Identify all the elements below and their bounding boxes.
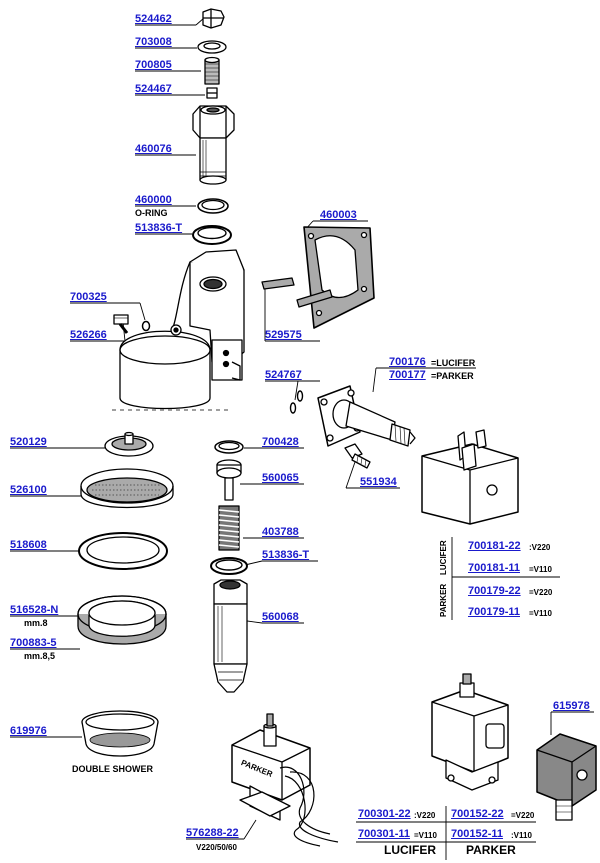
caption-v220-b: =V220 (529, 588, 553, 597)
piston-560065 (216, 459, 242, 501)
screw-526266 (113, 314, 129, 334)
gasket-513836-bottom (210, 557, 248, 575)
label-526100[interactable]: 526100 (10, 484, 47, 496)
connector-615978 (536, 733, 597, 821)
caption-parker: =PARKER (431, 371, 474, 381)
label-700325[interactable]: 700325 (70, 291, 107, 303)
label-700301-11[interactable]: 700301-11 (358, 828, 410, 840)
caption-v220-d: =V220 (511, 811, 535, 820)
cylinder-560068 (213, 579, 248, 693)
label-551934[interactable]: 551934 (360, 476, 397, 488)
label-700152-11[interactable]: 700152-11 (451, 828, 503, 840)
label-524467[interactable]: 524467 (135, 83, 172, 95)
label-516528-N[interactable]: 516528-N (10, 604, 59, 616)
nut-524462 (202, 8, 225, 29)
caption-v220-a: :V220 (529, 543, 551, 552)
label-700177[interactable]: 700177 (389, 369, 426, 381)
washer-700325 (141, 320, 151, 332)
label-700176[interactable]: 700176 (389, 356, 426, 368)
caption-mm8: mm.8 (24, 618, 48, 628)
screw-551934 (344, 443, 371, 469)
valve-stem-700176 (317, 385, 416, 447)
washer-703008 (197, 40, 227, 54)
label-524767[interactable]: 524767 (265, 369, 302, 381)
stud-529575 (261, 277, 333, 308)
shower-526100 (80, 468, 174, 509)
label-520129[interactable]: 520129 (10, 436, 47, 448)
gasket-513836-top (192, 225, 232, 245)
caption-v110-d: :V110 (511, 831, 532, 840)
spring-403788 (218, 505, 240, 551)
label-700152-22[interactable]: 700152-22 (451, 808, 504, 820)
label-700179-11[interactable]: 700179-11 (468, 606, 520, 618)
footer-parker: PARKER (466, 843, 516, 857)
caption-v110-a: =V110 (529, 565, 552, 574)
washers-524767 (289, 390, 304, 414)
label-460000[interactable]: 460000 (135, 194, 172, 206)
label-615978[interactable]: 615978 (553, 700, 590, 712)
filter-700805 (204, 56, 220, 85)
label-619976[interactable]: 619976 (10, 725, 47, 737)
label-700181-11[interactable]: 700181-11 (468, 562, 520, 574)
label-524462[interactable]: 524462 (135, 13, 172, 25)
label-518608[interactable]: 518608 (10, 539, 47, 551)
oring-460000 (197, 198, 229, 214)
oring-700428 (214, 440, 244, 454)
caption-oring: O-RING (135, 208, 168, 218)
label-703008[interactable]: 703008 (135, 36, 172, 48)
label-560068[interactable]: 560068 (262, 611, 299, 623)
caption-v110-c: =V110 (414, 831, 437, 840)
valve-576288 (231, 713, 339, 847)
caption-double-shower: DOUBLE SHOWER (72, 764, 153, 774)
leader-lines (10, 17, 594, 840)
label-576288-22[interactable]: 576288-22 (186, 827, 239, 839)
caption-lucifer: =LUCIFER (431, 358, 476, 368)
caption-v220-c: :V220 (414, 811, 436, 820)
caption-v220-50-60: V220/50/60 (196, 843, 237, 852)
label-700428[interactable]: 700428 (262, 436, 299, 448)
coil-700181 (421, 429, 519, 525)
label-529575[interactable]: 529575 (265, 329, 302, 341)
label-403788[interactable]: 403788 (262, 526, 299, 538)
label-700805[interactable]: 700805 (135, 59, 172, 71)
label-700179-22[interactable]: 700179-22 (468, 585, 521, 597)
label-700883-5[interactable]: 700883-5 (10, 637, 57, 649)
caption-v110-b: =V110 (529, 609, 552, 618)
label-700181-22[interactable]: 700181-22 (468, 540, 521, 552)
label-460076[interactable]: 460076 (135, 143, 172, 155)
fitting-460076 (192, 105, 235, 185)
vertical-lucifer: LUCIFER (439, 540, 448, 575)
label-460003[interactable]: 460003 (320, 209, 357, 221)
label-560065[interactable]: 560065 (262, 472, 299, 484)
vertical-parker: PARKER (439, 583, 448, 617)
table-lines (356, 537, 560, 860)
label-513836-bottom[interactable]: 513836-T (262, 549, 310, 561)
piece-520129 (104, 431, 154, 457)
plate-460003 (303, 226, 375, 329)
caption-mm85: mm.8,5 (24, 651, 56, 661)
gasket-518608 (78, 532, 168, 570)
label-526266[interactable]: 526266 (70, 329, 107, 341)
label-700301-22[interactable]: 700301-22 (358, 808, 411, 820)
gasket-516528 (77, 595, 167, 645)
valve-700301 (431, 673, 509, 791)
double-shower-619976 (81, 710, 159, 757)
label-513836-top[interactable]: 513836-T (135, 222, 183, 234)
group-body (112, 249, 245, 411)
footer-lucifer: LUCIFER (384, 843, 436, 857)
jet-524467 (206, 87, 218, 99)
